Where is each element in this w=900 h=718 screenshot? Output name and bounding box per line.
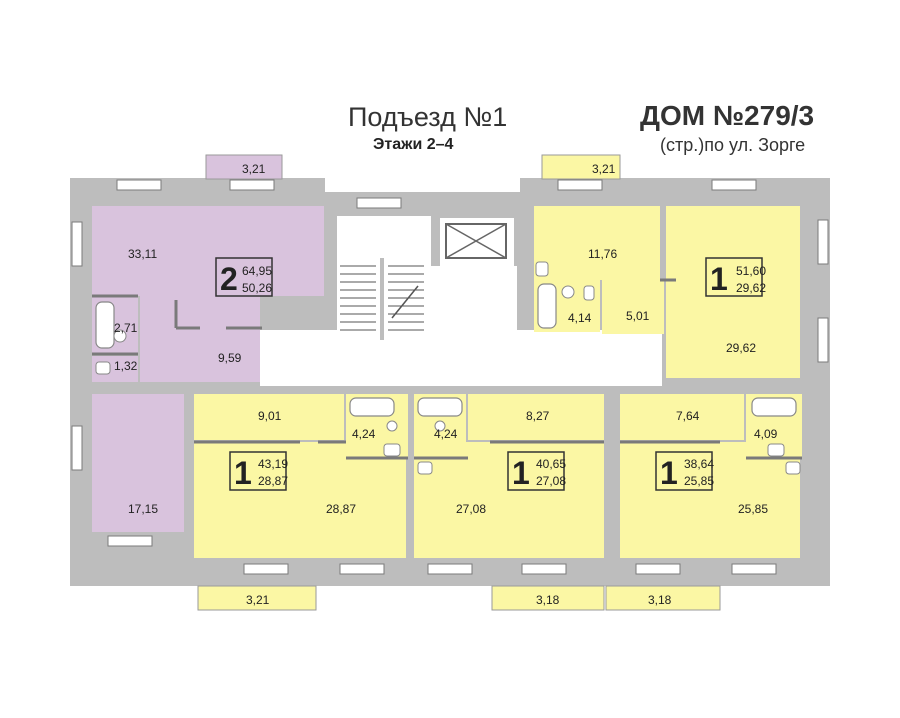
area-br-room: 25,85 (738, 502, 768, 516)
bottom-right-hall (620, 394, 744, 440)
two-room-count: 2 (220, 261, 238, 297)
top-right-kitchen (534, 206, 660, 280)
courtyard-notch (325, 178, 520, 192)
area-bm-bath: 4,24 (434, 427, 458, 441)
bottom-left-living: 28,87 (258, 474, 288, 488)
bathtubs (95, 283, 797, 417)
area-bl-hall: 9,01 (258, 409, 282, 423)
bottom-right-badge (655, 451, 713, 491)
area-a2-balcony: 3,21 (242, 162, 266, 176)
area-br-hall: 7,64 (676, 409, 700, 423)
bottom-left-badge (229, 451, 287, 491)
area-tr-kitchen: 11,76 (588, 247, 617, 261)
floors-subtitle: Этажи 2–4 (373, 136, 454, 153)
balcony-bottom-mid (491, 585, 605, 611)
corridor (260, 330, 662, 386)
area-br-bath: 4,09 (754, 427, 778, 441)
area-bm-hall: 8,27 (526, 409, 550, 423)
street-subtitle: (стр.)по ул. Зорге (660, 135, 806, 155)
bottom-right-room (620, 442, 800, 558)
area-tr-balcony: 3,21 (592, 162, 616, 176)
two-room-total: 64,95 (242, 264, 272, 278)
area-bm-balcony: 3,18 (536, 593, 560, 607)
balcony-two-room (205, 154, 283, 180)
balcony-bottom-left (197, 585, 317, 611)
area-bl-bath: 4,24 (352, 427, 376, 441)
two-room-living: 50,26 (242, 281, 272, 295)
area-bl-room: 28,87 (326, 502, 356, 516)
bottom-right-total: 38,64 (684, 457, 714, 471)
area-a2-bath: 2,71 (114, 321, 138, 335)
stair-landing (431, 266, 517, 330)
area-br-balcony: 3,18 (648, 593, 672, 607)
top-right-hall (602, 280, 664, 334)
top-right-living: 29,62 (736, 281, 766, 295)
sinks-toilets (95, 261, 801, 475)
elevator-cross-b (445, 223, 507, 259)
area-bl-balcony: 3,21 (246, 593, 270, 607)
bottom-mid-hall (468, 394, 604, 440)
internal-walls (92, 278, 802, 460)
stair-steps-right (388, 265, 424, 331)
balcony-top-right (541, 154, 621, 180)
two-room-hall (140, 296, 260, 382)
top-right-count: 1 (710, 261, 728, 297)
bottom-right-living: 25,85 (684, 474, 714, 488)
area-a2-hall: 9,59 (218, 351, 242, 365)
bottom-mid-total: 40,65 (536, 457, 566, 471)
area-a2-small-room: 17,15 (128, 502, 158, 516)
entrance-title: Подъезд №1 (348, 102, 508, 132)
windows (71, 179, 829, 575)
area-bm-room: 27,08 (456, 502, 486, 516)
area-tr-bath: 4,14 (568, 311, 592, 325)
stair-divider (380, 258, 384, 340)
two-room-badge (215, 257, 273, 297)
area-tr-room: 29,62 (726, 341, 756, 355)
bottom-left-hall (194, 394, 344, 440)
balcony-bottom-right (605, 585, 721, 611)
bottom-mid-living: 27,08 (536, 474, 566, 488)
top-right-room-ext (676, 332, 800, 378)
bottom-mid-badge (507, 451, 565, 491)
stair-steps-left (340, 265, 376, 331)
area-a2-big-room: 33,11 (128, 247, 157, 261)
area-tr-hall: 5,01 (626, 309, 650, 323)
area-a2-wc: 1,32 (114, 359, 138, 373)
bottom-left-count: 1 (234, 455, 252, 491)
two-room-small-room (92, 394, 184, 532)
top-right-total: 51,60 (736, 264, 766, 278)
bottom-right-count: 1 (660, 455, 678, 491)
bottom-left-total: 43,19 (258, 457, 288, 471)
top-right-badge (705, 257, 763, 297)
bottom-mid-room (414, 442, 604, 558)
bottom-mid-count: 1 (512, 455, 530, 491)
house-title: ДОМ №279/3 (640, 100, 815, 131)
two-room-big-room (92, 206, 324, 296)
